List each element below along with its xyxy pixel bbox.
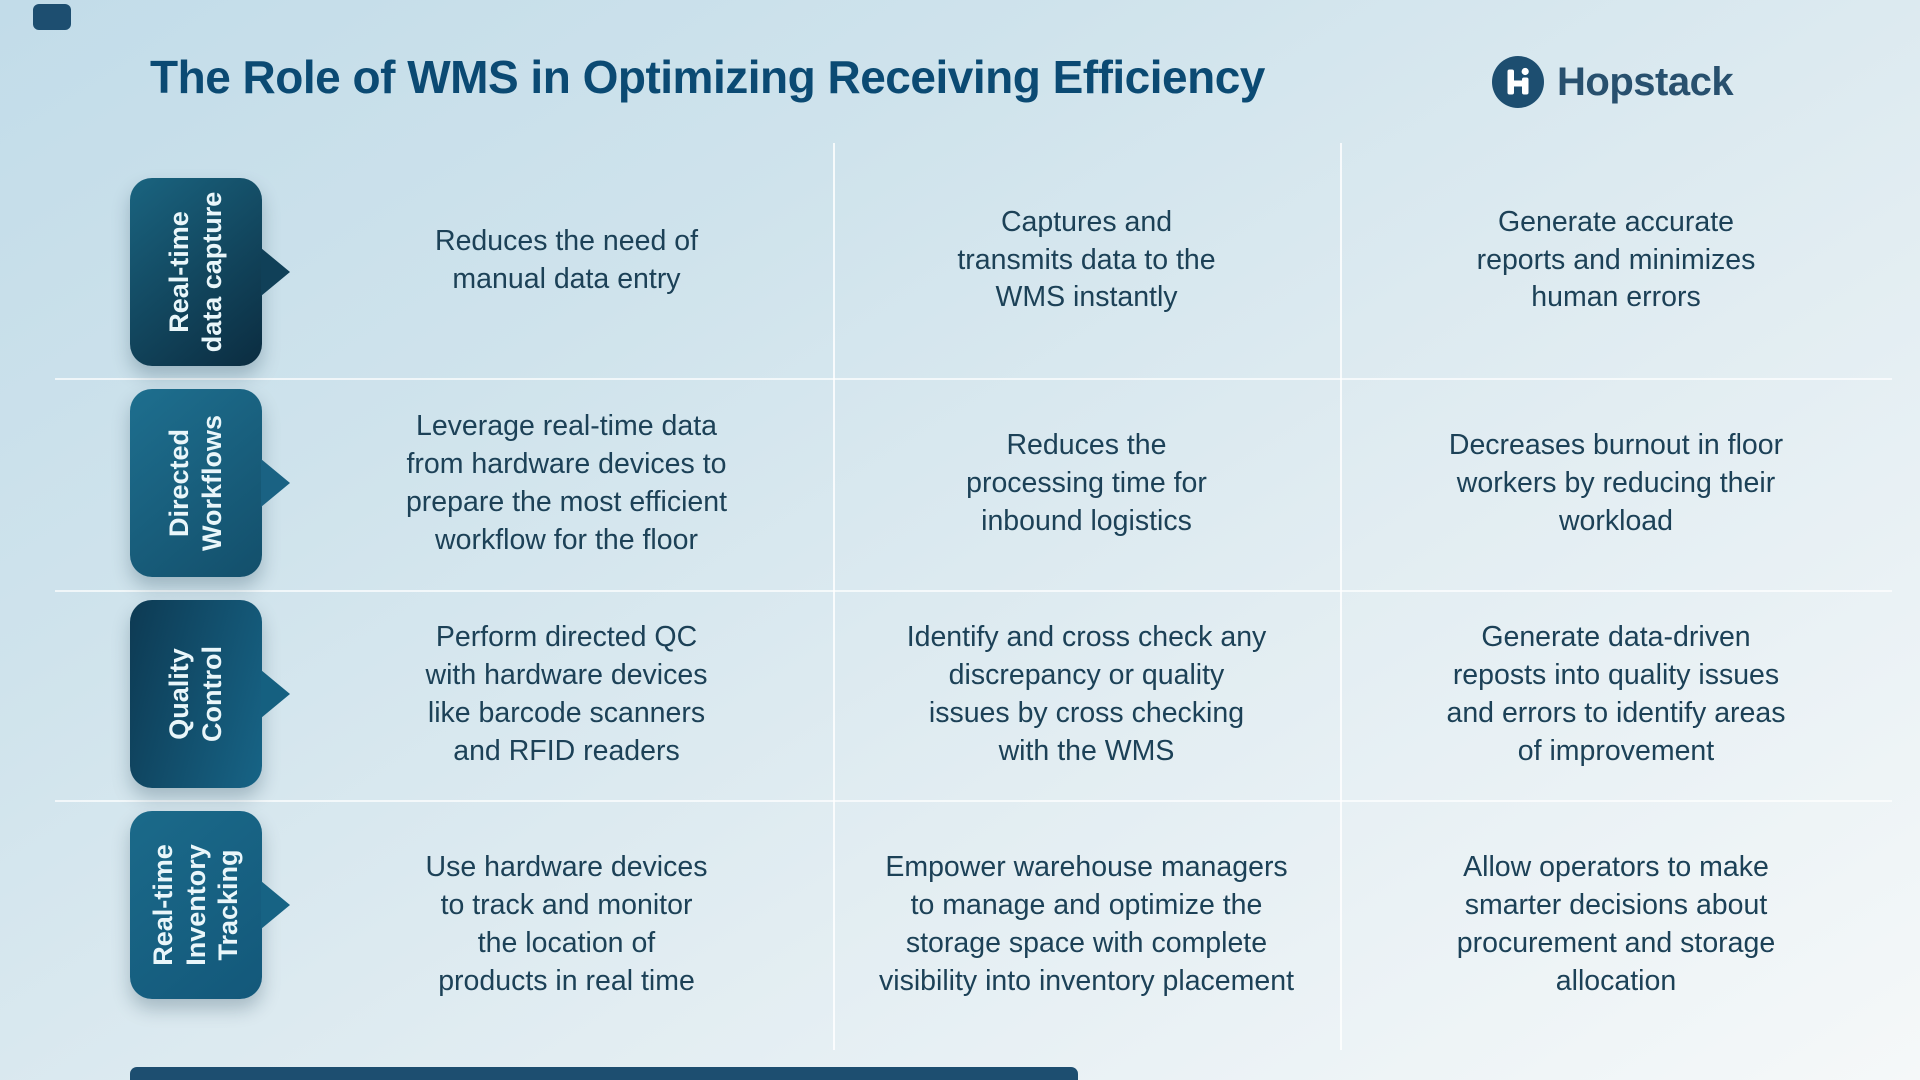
row-tab-quality-control: Quality Control [130, 600, 290, 788]
cell-text: Identify and cross check any discrepancy… [906, 621, 1267, 767]
table-cell: Perform directed QC with hardware device… [300, 590, 833, 800]
row-tab-label: Real-time Inventory Tracking [147, 844, 244, 966]
brand-logo: Hopstack [1492, 56, 1734, 108]
row-divider [55, 800, 1892, 802]
corner-decoration [33, 4, 71, 30]
cell-text: Perform directed QC with hardware device… [425, 621, 708, 767]
cell-text: Captures and transmits data to the WMS i… [957, 205, 1216, 314]
page-title: The Role of WMS in Optimizing Receiving … [150, 51, 1265, 103]
row-tab-real-time-inventory-tracking: Real-time Inventory Tracking [130, 811, 290, 999]
table-cell: Use hardware devices to track and monito… [300, 800, 833, 1050]
tab-arrow-icon [261, 670, 290, 718]
tab-arrow-icon [261, 881, 290, 929]
brand-name: Hopstack [1557, 59, 1734, 104]
table-cell: Reduces the need of manual data entry [300, 143, 833, 378]
tab-arrow-icon [261, 248, 290, 296]
tab-arrow-icon [261, 459, 290, 507]
column-divider [1340, 143, 1342, 1050]
table-cell: Reduces the processing time for inbound … [833, 378, 1340, 590]
cell-text: Empower warehouse managers to manage and… [878, 851, 1295, 997]
row-divider [55, 378, 1892, 380]
bottom-bar-decoration [130, 1067, 1078, 1080]
table-cell: Captures and transmits data to the WMS i… [833, 143, 1340, 378]
cell-text: Reduces the processing time for inbound … [966, 429, 1207, 537]
table-cell: Allow operators to make smarter decision… [1340, 800, 1892, 1050]
column-divider [833, 143, 835, 1050]
cell-text: Decreases burnout in floor workers by re… [1448, 429, 1784, 537]
row-divider [55, 590, 1892, 592]
table-cell: Generate data-driven reposts into qualit… [1340, 590, 1892, 800]
table-cell: Generate accurate reports and minimizes … [1340, 143, 1892, 378]
row-tab-directed-workflows: Directed Workflows [130, 389, 290, 577]
table-cell: Identify and cross check any discrepancy… [833, 590, 1340, 800]
hopstack-logo-icon [1492, 56, 1544, 108]
row-tab-label: Real-time data capture [164, 191, 227, 353]
row-tab-label: Quality Control [164, 646, 227, 742]
table-cell: Leverage real-time data from hardware de… [300, 378, 833, 590]
cell-text: Leverage real-time data from hardware de… [405, 410, 728, 556]
row-tab-real-time-data-capture: Real-time data capture [130, 178, 290, 366]
cell-text: Use hardware devices to track and monito… [425, 851, 708, 997]
table-cell: Empower warehouse managers to manage and… [833, 800, 1340, 1050]
cell-text: Reduces the need of manual data entry [434, 224, 699, 295]
row-tab-label: Directed Workflows [164, 415, 227, 552]
table-cell: Decreases burnout in floor workers by re… [1340, 378, 1892, 590]
cell-text: Allow operators to make smarter decision… [1456, 851, 1776, 997]
cell-text: Generate accurate reports and minimizes … [1476, 205, 1756, 314]
cell-text: Generate data-driven reposts into qualit… [1446, 621, 1786, 767]
